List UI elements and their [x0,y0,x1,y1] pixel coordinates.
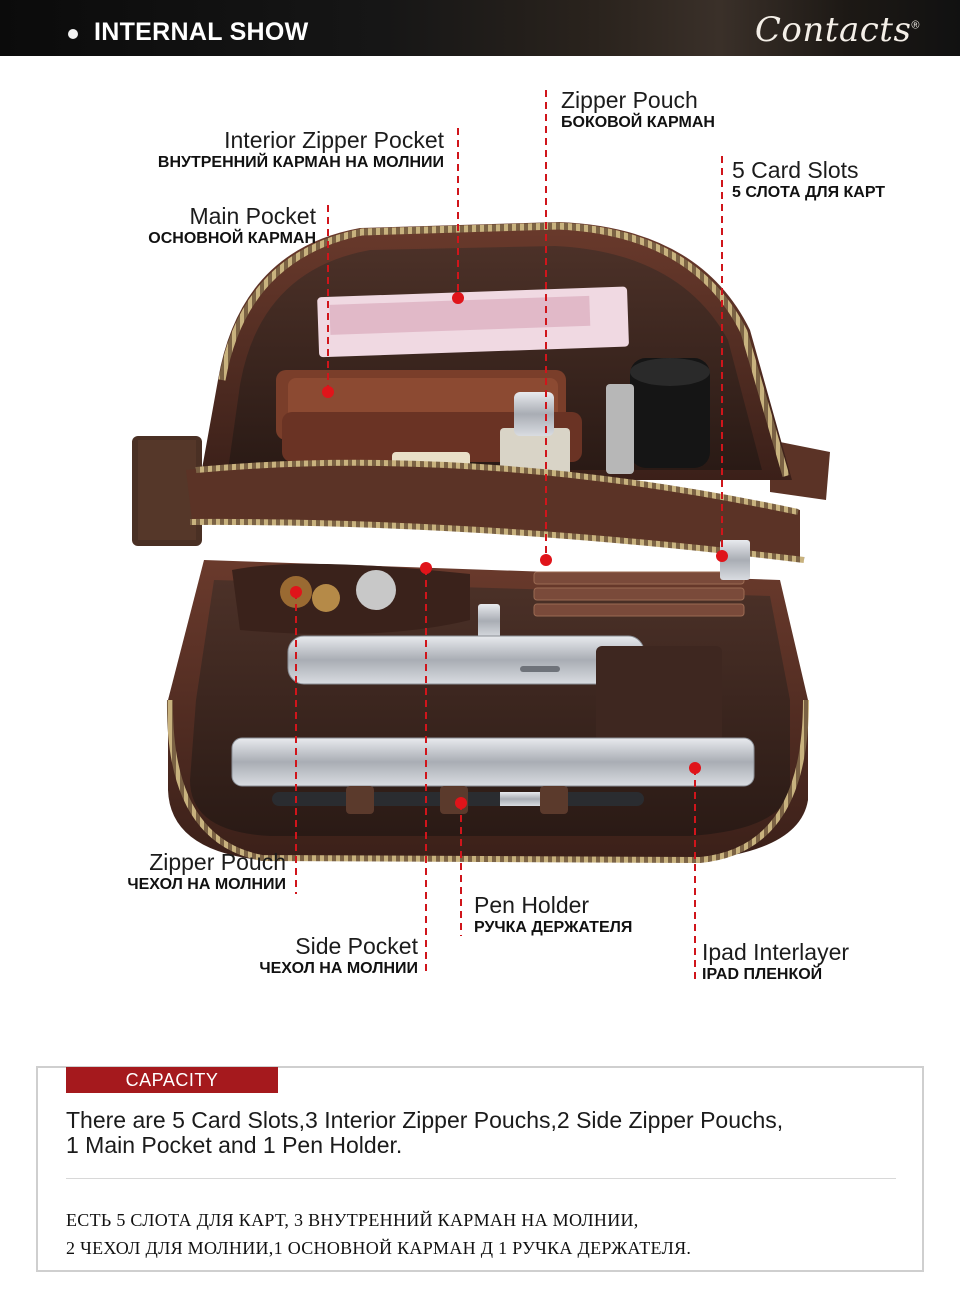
callout-ipad-interlayer: Ipad Interlayer IPAD ПЛЕНКОЙ [702,939,850,984]
capacity-box [36,1066,924,1272]
header-banner: INTERNAL SHOW Contacts® [0,0,960,56]
callout-interior-zipper-pocket: Interior Zipper Pocket ВНУТРЕННИЙ КАРМАН… [157,127,444,172]
capacity-divider [66,1178,896,1179]
callout-zipper-pouch-top: Zipper Pouch БОКОВОЙ КАРМАН [561,87,715,132]
section-title: INTERNAL SHOW [94,18,309,46]
bag-interior-photo [132,90,830,982]
brand-logo: Contacts® [754,10,920,50]
capacity-description-en: There are 5 Card Slots,3 Interior Zipper… [66,1107,784,1158]
callout-zipper-pouch-bottom: Zipper Pouch ЧЕХОЛ НА МОЛНИИ [127,849,286,894]
bullet-icon [68,29,78,39]
callout-card-slots: 5 Card Slots 5 СЛОТА ДЛЯ КАРТ [732,157,886,202]
callout-main-pocket: Main Pocket ОСНОВНОЙ КАРМАН [148,203,316,248]
capacity-description-ru: ЕСТЬ 5 СЛОТА ДЛЯ КАРТ, 3 ВНУТРЕННИЙ КАРМ… [66,1210,692,1258]
callout-side-pocket: Side Pocket ЧЕХОЛ НА МОЛНИИ [259,933,418,978]
callout-pen-holder: Pen Holder РУЧКА ДЕРЖАТЕЛЯ [474,892,633,937]
capacity-tab: CAPACITY [66,1067,278,1093]
